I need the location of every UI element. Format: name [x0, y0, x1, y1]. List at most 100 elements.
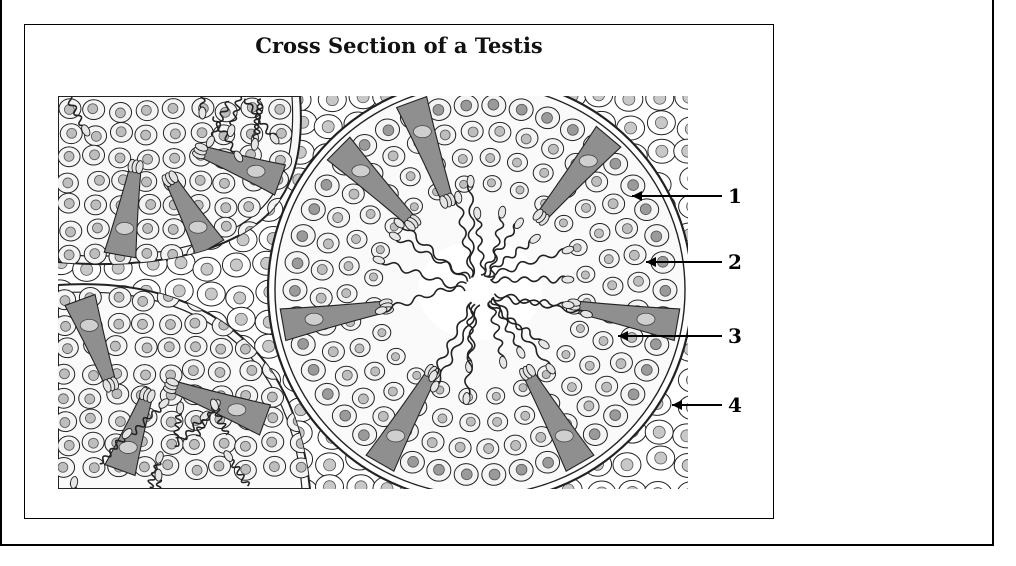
nucleus: [63, 198, 75, 209]
nucleus: [63, 151, 75, 162]
germ-cell: [509, 181, 529, 200]
callout-arrows: [618, 191, 722, 410]
nucleus: [650, 230, 663, 243]
nucleus: [615, 358, 627, 369]
nucleus: [633, 275, 644, 287]
leydig-cell: [317, 96, 347, 113]
germ-cell: [184, 335, 208, 357]
sperm-tail: [99, 432, 128, 465]
nucleus: [681, 144, 688, 158]
germ-cell: [261, 431, 285, 453]
nucleus: [621, 223, 633, 234]
germ-cell: [561, 376, 583, 396]
nucleus: [214, 367, 226, 378]
germ-cell: [161, 98, 185, 119]
sperm-tail: [65, 481, 78, 489]
nucleus: [354, 480, 368, 489]
nucleus: [267, 391, 278, 403]
germ-cell: [530, 426, 554, 447]
leydig-cell: [644, 419, 674, 445]
sperm-tail: [131, 401, 165, 436]
germ-cell: [535, 450, 561, 474]
sperm-head: [250, 137, 259, 151]
germ-cell: [334, 365, 358, 387]
nucleus: [459, 179, 469, 189]
nucleus: [426, 437, 438, 448]
germ-cell: [83, 243, 107, 265]
leydig-cell: [612, 452, 642, 478]
sperm-head: [374, 306, 388, 315]
nucleus: [240, 440, 251, 452]
sperm-tail: [62, 96, 88, 131]
nucleus: [269, 461, 280, 472]
germ-cell: [184, 459, 208, 481]
germ-cell: [486, 387, 506, 405]
nucleus: [88, 370, 99, 381]
sperm-head: [561, 300, 575, 309]
sperm-head: [155, 451, 164, 464]
nucleus: [94, 174, 105, 186]
leydig-cell: [315, 474, 345, 489]
germ-cell: [570, 320, 590, 338]
germ-cell: [479, 147, 501, 167]
leydig-cell: [676, 116, 688, 142]
nucleus: [204, 287, 218, 301]
sertoli-cell: [326, 136, 422, 232]
nucleus: [315, 292, 327, 304]
nucleus: [654, 451, 668, 465]
germ-cell: [508, 459, 534, 482]
germ-cell: [58, 457, 76, 478]
germ-cell: [282, 278, 308, 302]
nucleus: [84, 393, 96, 405]
nucleus: [518, 383, 528, 393]
nucleus: [321, 120, 335, 134]
sperm-head: [561, 275, 575, 284]
germ-cell: [598, 249, 620, 269]
sperm-head: [526, 363, 536, 377]
germ-cell: [459, 413, 481, 433]
germ-cell: [453, 463, 479, 486]
nucleus: [62, 343, 73, 354]
nucleus: [596, 486, 607, 489]
germ-cell: [189, 170, 213, 192]
sertoli-cell: [103, 158, 144, 259]
nucleus: [233, 291, 247, 305]
sperm-tail: [210, 100, 230, 143]
nucleus: [512, 157, 522, 168]
sperm-head: [580, 310, 593, 319]
nucleus: [439, 129, 451, 141]
nucleus: [323, 238, 334, 250]
nucleus: [63, 440, 75, 451]
nucleus: [356, 96, 370, 104]
nucleus: [515, 463, 528, 476]
sperm-head: [227, 124, 236, 138]
leydig-cell: [226, 306, 256, 332]
sperm-tail: [434, 304, 481, 388]
nucleus: [307, 363, 320, 376]
germ-cell: [448, 437, 472, 459]
nucleus: [140, 105, 152, 116]
nucleus: [405, 171, 416, 182]
germ-cell: [346, 229, 368, 249]
germ-cell: [162, 218, 186, 240]
germ-cell: [627, 271, 651, 293]
germ-cell: [237, 196, 261, 218]
sertoli-nucleus: [554, 429, 574, 443]
leydig-cell: [673, 452, 688, 478]
germ-cell: [59, 220, 83, 242]
nucleus: [583, 400, 595, 412]
nucleus: [162, 459, 174, 471]
sperm-head: [439, 195, 449, 209]
germ-cell: [481, 463, 507, 486]
nucleus: [188, 365, 199, 376]
nucleus: [382, 124, 395, 137]
nucleus: [575, 324, 585, 333]
nucleus: [267, 412, 279, 424]
nucleus: [169, 152, 180, 164]
nucleus: [341, 288, 352, 299]
nucleus: [343, 261, 354, 271]
sperm-tail: [475, 212, 487, 277]
nucleus: [655, 144, 669, 158]
nucleus: [354, 343, 365, 354]
nucleus: [653, 487, 663, 489]
